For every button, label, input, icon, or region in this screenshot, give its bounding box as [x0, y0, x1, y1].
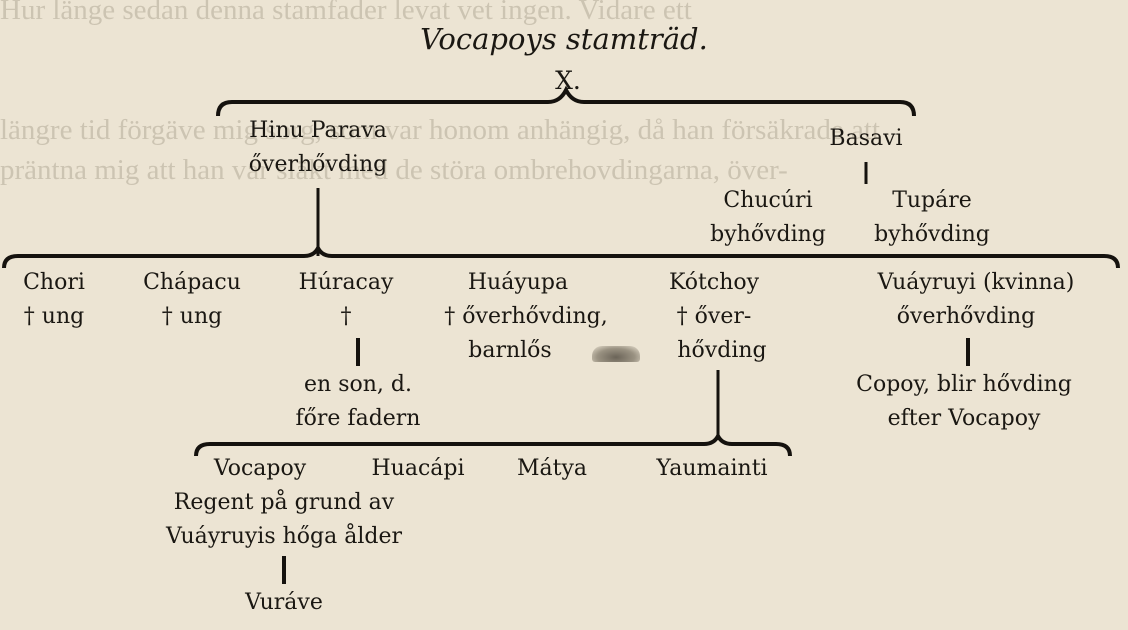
node-copoy-line1: Copoy, blir hővding [856, 372, 1072, 397]
node-huayupa-note: barnlős [468, 338, 552, 363]
brace-generation [2, 243, 1120, 269]
node-vuayruyi-name: Vuáyruyi (kvinna) [877, 270, 1075, 295]
brace-root [216, 85, 916, 117]
node-son-line1: en son, d. [304, 372, 412, 397]
node-regent-line1: Regent på grund av [173, 490, 395, 515]
node-huayupa-name: Huáyupa [467, 270, 569, 295]
node-hinu-title: őverhővding [248, 152, 388, 177]
node-vocapoy: Vocapoy [213, 456, 307, 481]
node-huracay-name: Húracay [298, 270, 394, 295]
ornament-smudge [592, 346, 640, 362]
node-basavi: Basavi [829, 126, 903, 151]
node-chapacu-name: Chápacu [143, 270, 241, 295]
node-chori-name: Chori [23, 270, 85, 295]
node-chucuri-name: Chucúri [723, 188, 813, 213]
node-huracay-note: † [340, 304, 352, 329]
diagram-title: Vocapoys stamträd. [420, 22, 708, 56]
node-kotchoy-name: Kótchoy [668, 270, 760, 295]
node-chapacu-note: † ung [161, 304, 223, 329]
node-vuayruyi-title: őverhővding [896, 304, 1036, 329]
bleed-line: präntna mig att han var släkt med de stö… [0, 154, 788, 186]
node-huayupa-title: † őverhővding, [444, 304, 608, 329]
bleed-line: längre tid förgäve mig sorg, som var hon… [0, 114, 880, 146]
brace-children [194, 431, 792, 457]
node-copoy-line2: efter Vocapoy [887, 406, 1041, 431]
node-chucuri-title: byhővding [710, 222, 826, 247]
node-kotchoy-title2: hővding [677, 338, 767, 363]
node-regent-line2: Vuáyruyis hőga ålder [165, 524, 403, 549]
node-yaumainti: Yaumainti [656, 456, 768, 481]
node-hinu-name: Hinu Parava [249, 118, 387, 143]
node-kotchoy-title1: † őver- [676, 304, 752, 329]
node-root: X. [555, 66, 581, 95]
node-huacapi: Huacápi [371, 456, 465, 481]
node-chori-note: † ung [23, 304, 85, 329]
node-matya: Mátya [516, 456, 588, 481]
node-son-line2: főre fadern [295, 406, 421, 431]
node-tupare-title: byhővding [874, 222, 990, 247]
node-tupare-name: Tupáre [892, 188, 972, 213]
bleed-line: Hur länge sedan denna stamfader levat ve… [0, 0, 692, 26]
node-vurave: Vuráve [245, 590, 323, 615]
